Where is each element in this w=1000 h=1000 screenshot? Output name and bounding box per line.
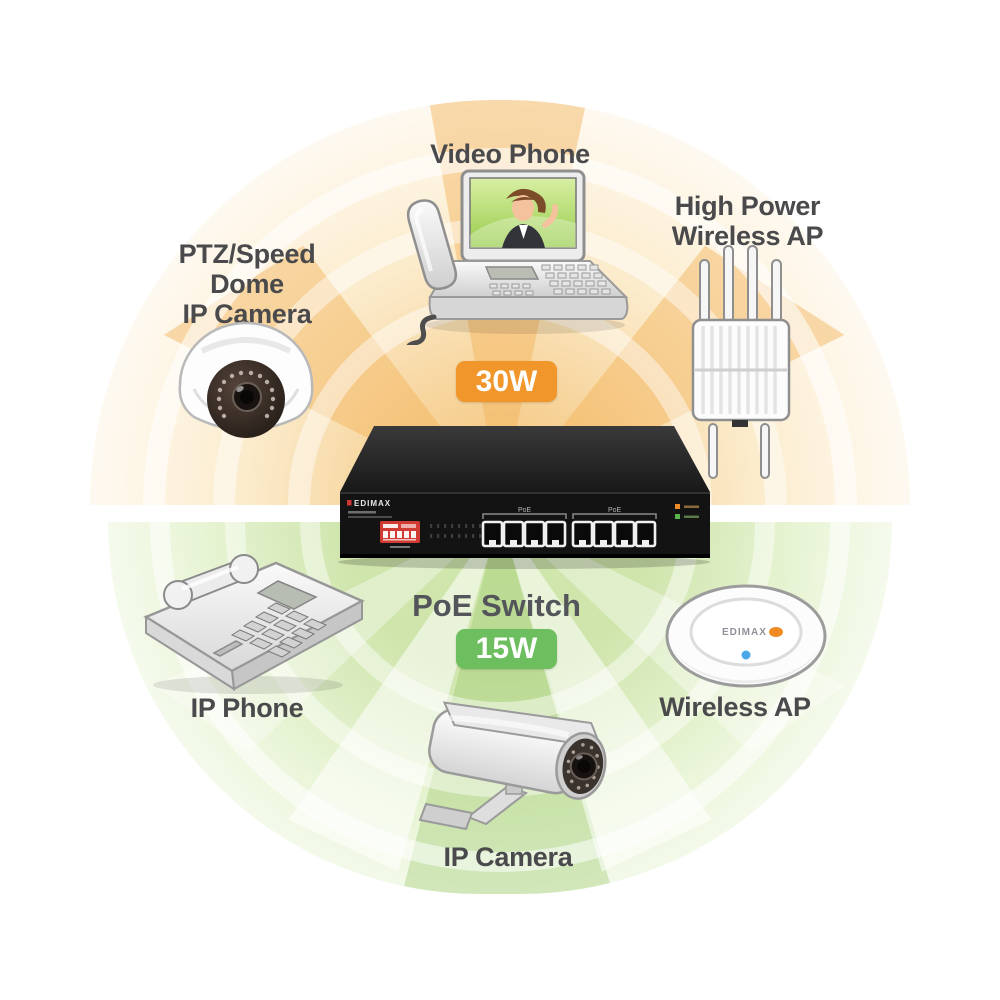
- switch-model-line: [348, 511, 376, 514]
- ap-antennas-bottom: [708, 423, 770, 479]
- rj45-port: [571, 520, 594, 548]
- ip-camera-body-group: [428, 701, 607, 800]
- video-call-person: [502, 188, 559, 248]
- switch-top-face: [340, 426, 710, 492]
- port-group-2-bracket: [572, 513, 657, 519]
- poe-max-led: [675, 514, 680, 519]
- power-led: [675, 504, 680, 509]
- switch-bottom-edge: [340, 554, 710, 558]
- ap-status-led: [741, 650, 751, 660]
- dome-shading: [200, 337, 292, 354]
- ap-connector: [732, 420, 748, 427]
- switch-status-leds: [675, 504, 699, 519]
- rj45-port: [523, 520, 546, 548]
- switch-shadow: [338, 555, 710, 569]
- ap-brand-pro-swoosh: [769, 627, 783, 637]
- video-phone-handset: [406, 199, 458, 291]
- ip-camera-lens-glint: [576, 755, 583, 760]
- poe-switch-title: PoE Switch: [412, 588, 581, 623]
- ip-phone-handset: [163, 554, 259, 610]
- ptz-camera-label-line1: PTZ/Speed Dome: [178, 239, 316, 299]
- power-badge-15w: 15W: [456, 629, 557, 669]
- video-phone-icon: [406, 169, 629, 345]
- video-phone-label: Video Phone: [430, 139, 590, 169]
- video-phone-cord: [406, 314, 437, 345]
- ip-camera-body-highlight: [449, 714, 570, 738]
- lens-glint: [236, 386, 244, 392]
- switch-subtitle-line: [348, 516, 392, 518]
- ip-phone-display: [256, 580, 318, 610]
- port-group-2: PoE: [571, 507, 657, 548]
- video-phone-keypad: [489, 264, 611, 296]
- rj45-port: [502, 520, 525, 548]
- rj45-port: [592, 520, 615, 548]
- power-badge-30w: 30W: [456, 361, 557, 402]
- port-group-1: PoE: [481, 507, 567, 548]
- ip-camera-mount: [418, 781, 529, 831]
- high-power-ap-label: High Power Wireless AP: [650, 191, 845, 251]
- ip-camera-icon: [418, 701, 607, 831]
- ip-camera-label: IP Camera: [443, 842, 573, 872]
- wireless-ap-label: Wireless AP: [659, 692, 811, 722]
- ir-led-ring: [216, 370, 276, 419]
- port-group-1-label: PoE: [518, 507, 532, 514]
- ip-phone-body-left: [145, 615, 236, 691]
- ip-camera-lens-core: [577, 759, 591, 773]
- rj45-port: [634, 520, 657, 548]
- rj45-port: [481, 520, 504, 548]
- ap-antennas-top: [699, 245, 782, 323]
- brand-mark: [347, 500, 352, 506]
- port-group-1-bracket: [482, 513, 567, 519]
- ip-phone-icon: [143, 554, 365, 694]
- dome-lens-core: [240, 390, 254, 404]
- high-power-ap-label-line2: Wireless AP: [671, 221, 824, 251]
- ap-disc-inner: [689, 597, 803, 667]
- ip-phone-shadow: [153, 676, 343, 694]
- video-phone-base: [428, 296, 629, 320]
- ip-phone-label: IP Phone: [190, 693, 304, 723]
- video-phone-display: [484, 266, 540, 280]
- high-power-wireless-ap-icon: [691, 245, 791, 479]
- switch-red-label: [380, 521, 420, 548]
- ip-phone-hook: [212, 640, 244, 657]
- rj45-port: [544, 520, 567, 548]
- video-phone-shadow: [425, 316, 625, 334]
- port-group-2-label: PoE: [608, 507, 622, 514]
- handset-highlight: [414, 207, 433, 272]
- power-led-text: [684, 505, 699, 508]
- switch-brand-text: EDIMAX: [354, 499, 391, 508]
- poe-max-led-text: [684, 515, 699, 518]
- ap-brand-text: EDIMAX: [722, 627, 767, 638]
- poe-switch-device: EDIMAX PoE: [338, 426, 710, 569]
- ptz-dome-camera-icon: [178, 321, 314, 438]
- rj45-port: [613, 520, 636, 548]
- wireless-ap-icon: EDIMAX: [665, 584, 827, 688]
- high-power-ap-label-line1: High Power: [674, 191, 821, 221]
